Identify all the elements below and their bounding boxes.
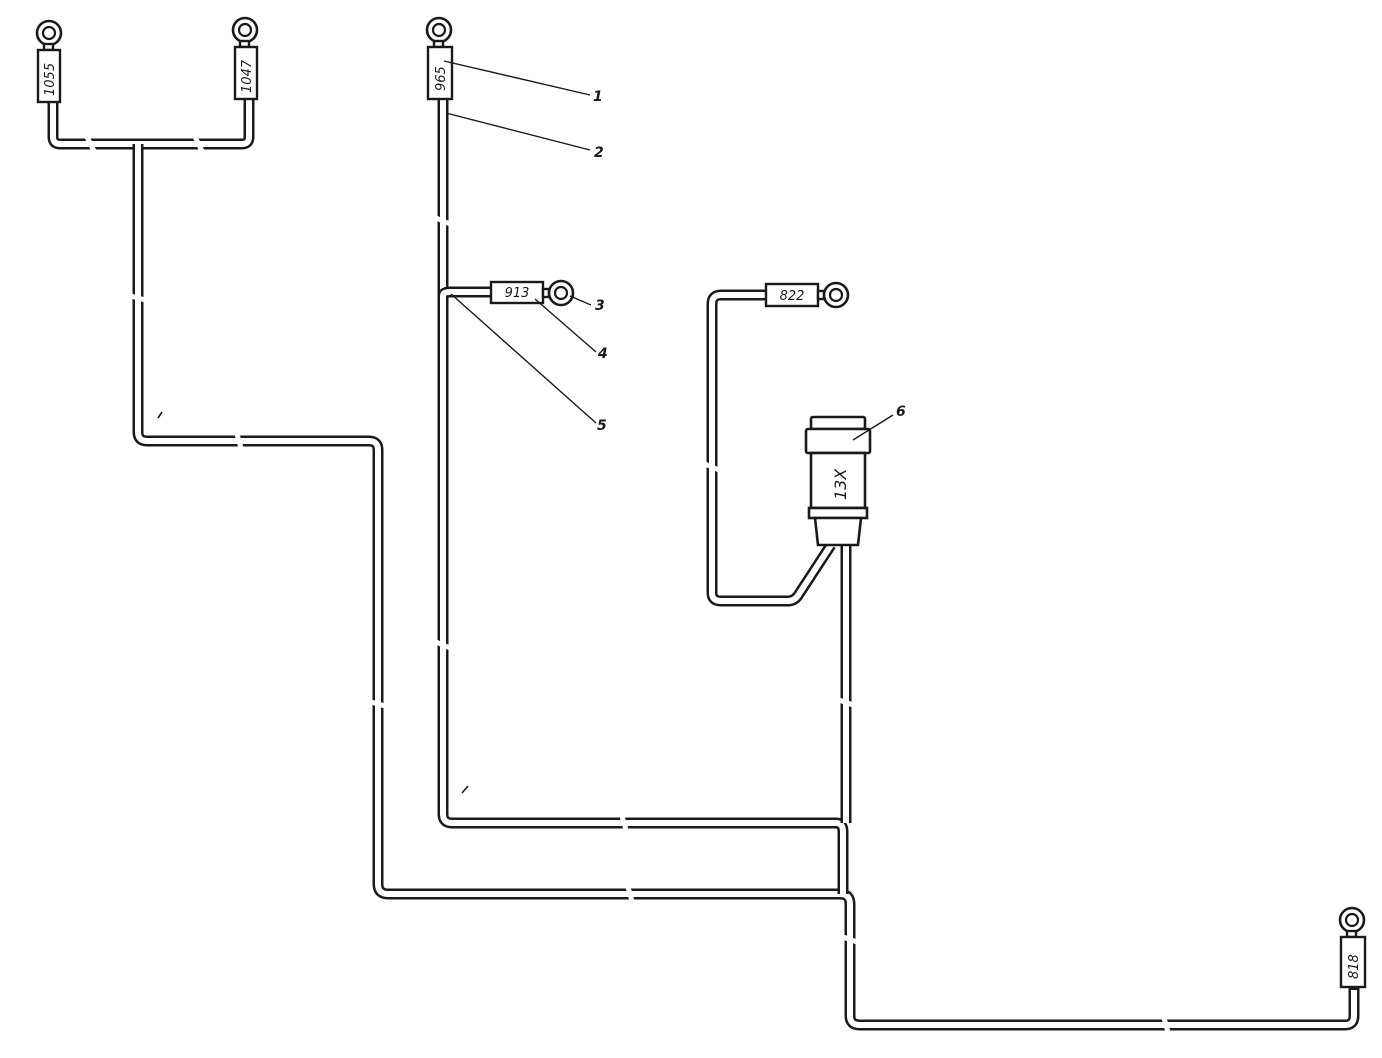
callout-numbers: 1 2 3 4 5 6 xyxy=(593,89,906,434)
callout-2: 2 xyxy=(594,145,604,161)
callout-5: 5 xyxy=(597,418,607,434)
terminal-822: 822 xyxy=(764,281,850,309)
scan-specks xyxy=(157,411,469,794)
callout-6: 6 xyxy=(896,404,906,420)
wire-tag-label-965: 965 xyxy=(434,66,449,91)
terminal-965: 965 xyxy=(425,16,454,101)
wire-tag-965 xyxy=(426,45,454,101)
plug-connector-13x: 13X xyxy=(804,415,872,547)
terminal-1047: 1047 xyxy=(231,16,259,101)
wire-tag-label-1055: 1055 xyxy=(43,63,58,96)
callout-3: 3 xyxy=(595,298,605,314)
wire-tag-label-1047: 1047 xyxy=(240,59,255,93)
callout-leaders xyxy=(443,60,894,441)
wire-tag-label-822: 822 xyxy=(780,289,805,304)
terminal-913: 913 xyxy=(489,279,575,307)
callout-1: 1 xyxy=(593,89,603,105)
wire-1047-branch xyxy=(138,100,255,150)
callout-4: 4 xyxy=(597,346,608,362)
connector-label: 13X xyxy=(831,468,850,500)
wire-tag-label-818: 818 xyxy=(1347,954,1362,979)
wire-1055-branch xyxy=(47,100,138,150)
terminal-1055: 1055 xyxy=(35,19,63,104)
wire-tag-1047 xyxy=(233,45,259,101)
wire-965 xyxy=(437,100,849,894)
wire-tag-1055 xyxy=(36,48,62,104)
wire-break-marks xyxy=(84,135,1171,1033)
terminal-818: 818 xyxy=(1338,906,1367,989)
wire-tag-818 xyxy=(1339,935,1367,989)
harness-wires xyxy=(47,100,1360,1031)
wire-tag-label-913: 913 xyxy=(505,286,530,301)
